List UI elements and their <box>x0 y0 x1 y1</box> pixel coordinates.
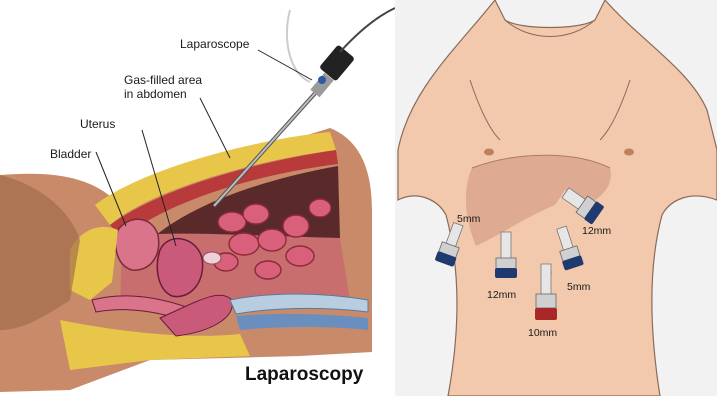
nipple-left <box>484 149 494 156</box>
port-5mm-left-label: 5mm <box>457 213 481 225</box>
bladder <box>116 219 159 270</box>
port-10mm-umbilical-label: 10mm <box>528 327 557 339</box>
uterus <box>157 239 202 297</box>
uterus-label: Uterus <box>80 117 115 131</box>
laparoscopy-title: Laparoscopy <box>245 364 364 385</box>
sagittal-anatomy-panel: Laparoscope Gas-filled area in abdomen U… <box>0 0 395 396</box>
gas-filled-area-label: Gas-filled area <box>124 73 202 87</box>
nipple-right <box>624 149 634 156</box>
port-12mm-lower-label: 12mm <box>487 289 516 301</box>
ovary <box>203 252 221 264</box>
laparoscope-label: Laparoscope <box>180 37 250 51</box>
bladder-label: Bladder <box>50 147 91 161</box>
gas-filled-area-label-line2: in abdomen <box>124 87 187 101</box>
port-5mm-lower-label: 5mm <box>567 281 591 293</box>
torso-ports-panel: 5mm 12mm 12mm 5mm 10mm <box>395 0 717 396</box>
port-12mm-right-label: 12mm <box>582 225 611 237</box>
